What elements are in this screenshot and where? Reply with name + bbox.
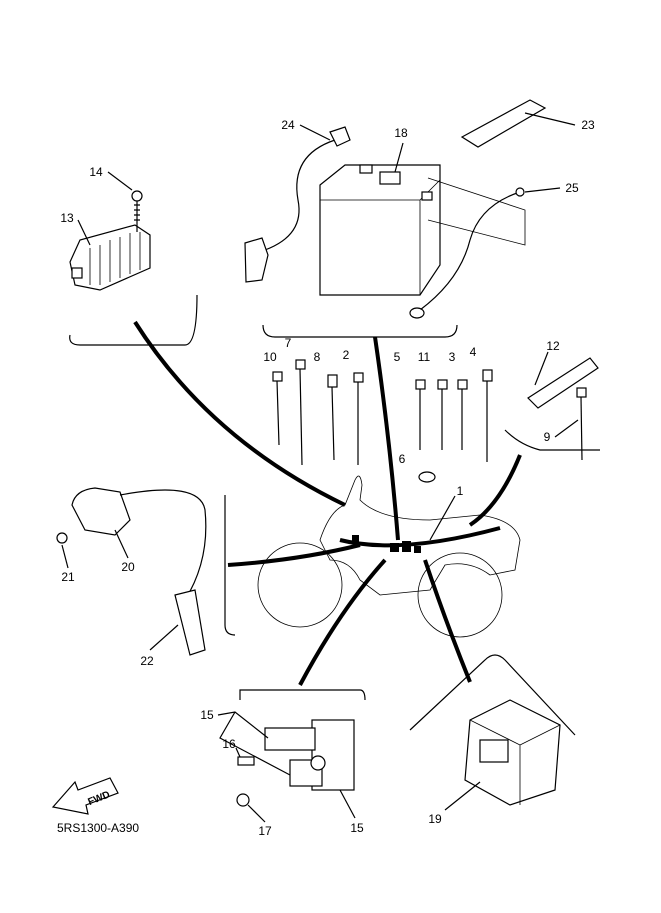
- group-bracket-tube: [504, 429, 600, 451]
- callout-leaders: [61, 112, 579, 823]
- leader-relay: [298, 558, 387, 686]
- callout-1: 1: [457, 484, 464, 498]
- callout-20: 20: [121, 560, 135, 574]
- leader-ignition: [227, 543, 361, 567]
- callout-13: 13: [60, 211, 74, 225]
- group-bracket-battery: [262, 324, 458, 338]
- rectifier-regulator: [69, 224, 151, 291]
- callout-5: 5: [394, 350, 401, 364]
- atv-silhouette: [257, 475, 521, 638]
- group-bracket-relay: [239, 689, 366, 701]
- callout-7: 7: [285, 336, 292, 350]
- callout-9: 9: [544, 430, 551, 444]
- fwd-arrow-icon: FWD: [51, 777, 119, 815]
- group-bracket-cdi: [409, 654, 576, 736]
- callout-22: 22: [140, 654, 154, 668]
- clamp: [418, 471, 436, 483]
- battery: [319, 164, 526, 296]
- protective-tube: [527, 357, 599, 409]
- callout-16: 16: [222, 737, 236, 751]
- cable-ties: [272, 359, 587, 466]
- battery-band: [460, 99, 547, 148]
- callout-15: 15: [350, 821, 364, 835]
- group-bracket-rectifier: [69, 294, 198, 346]
- negative-cable: [409, 187, 525, 319]
- callout-numbers: 1 2 3 4 5 6 7 8 9 10 11 12 13 14 15 15 1…: [60, 118, 595, 838]
- leader-rectifier: [133, 320, 346, 507]
- callout-17: 17: [258, 824, 272, 838]
- diagram-code: 5RS1300-A390: [57, 821, 139, 835]
- callout-8: 8: [314, 350, 321, 364]
- leader-tube: [468, 454, 522, 527]
- callout-3: 3: [449, 350, 456, 364]
- callout-21: 21: [61, 570, 75, 584]
- battery-cable: [244, 126, 351, 283]
- leader-battery: [373, 336, 400, 541]
- callout-12: 12: [546, 339, 560, 353]
- callout-4: 4: [470, 345, 477, 359]
- callout-19: 19: [428, 812, 442, 826]
- cdi-unit: [464, 699, 561, 806]
- callout-2: 2: [343, 348, 350, 362]
- callout-25: 25: [565, 181, 579, 195]
- callout-6: 6: [399, 452, 406, 466]
- ignition-coil: [56, 487, 207, 656]
- callout-14: 14: [89, 165, 103, 179]
- callout-11: 11: [418, 350, 431, 364]
- callout-23: 23: [581, 118, 595, 132]
- callout-24: 24: [281, 118, 295, 132]
- starter-relay: [236, 719, 355, 807]
- callout-10: 10: [263, 350, 277, 364]
- leader-cdi: [423, 559, 472, 683]
- callout-15: 15: [200, 708, 214, 722]
- callout-18: 18: [394, 126, 408, 140]
- bolt: [131, 190, 143, 232]
- group-bracket-ignition: [224, 495, 236, 636]
